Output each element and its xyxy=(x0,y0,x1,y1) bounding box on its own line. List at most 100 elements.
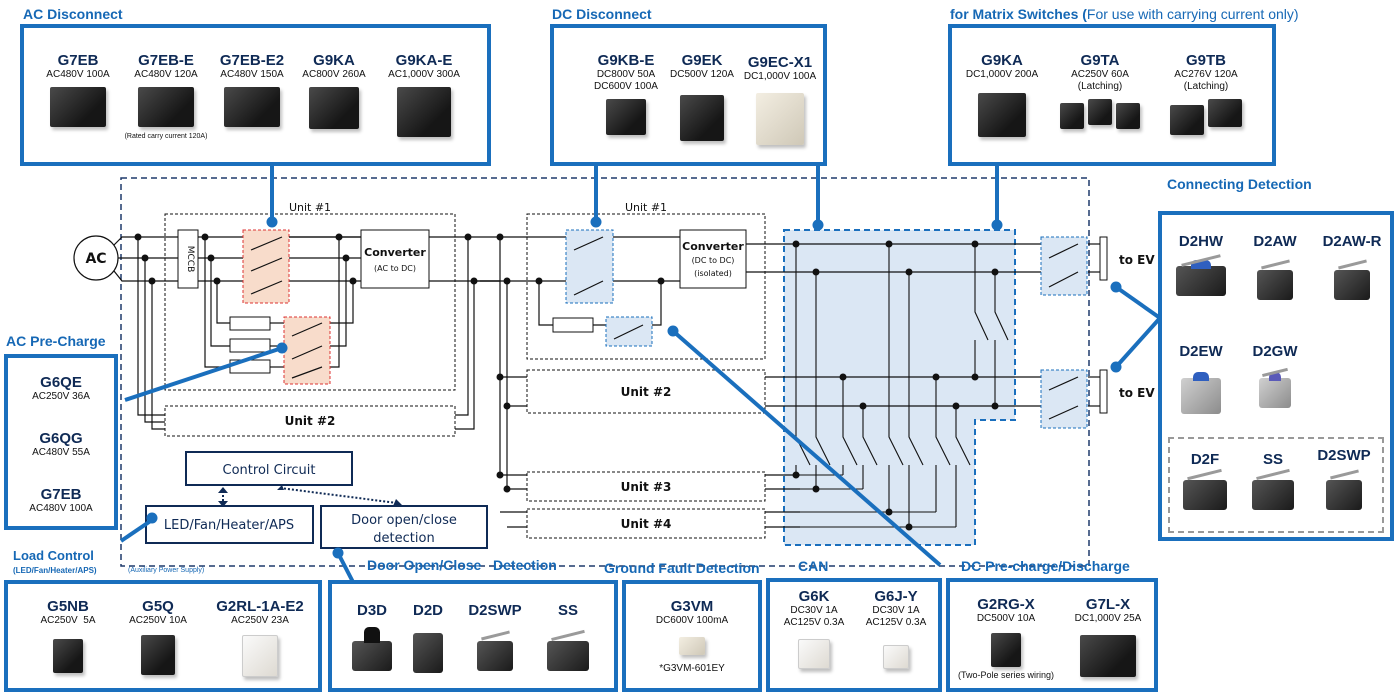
led-fan-label: LED/Fan/Heater/APS xyxy=(164,518,294,533)
switch-image xyxy=(1334,259,1370,300)
product-name: G6K xyxy=(798,588,830,605)
can-title: CAN xyxy=(798,558,829,574)
product-name: G9KA xyxy=(313,52,355,69)
product-g5nb[interactable]: G5NB AC250V 5A xyxy=(30,598,106,673)
product-name: G2RG-X xyxy=(977,596,1035,613)
product-ss[interactable]: SS xyxy=(1242,451,1304,510)
product-g7l-x[interactable]: G7L-X DC1,000V 25A xyxy=(1062,596,1154,677)
product-name: D2AW xyxy=(1253,233,1297,250)
load-control-panel: G5NB AC250V 5A G5Q AC250V 10A G2RL-1A-E2… xyxy=(4,580,322,692)
product-g9kb-e[interactable]: G9KB-E DC800V 50A DC600V 100A xyxy=(588,52,664,135)
door-detection-title: Door Open/Close Detection xyxy=(367,557,557,573)
product-g3vm[interactable]: G3VM DC600V 100mA *G3VM-601EY xyxy=(626,598,758,675)
product-g9ek[interactable]: G9EK DC500V 120A xyxy=(666,52,738,141)
relay-image xyxy=(883,645,909,669)
dc-converter-label: Converter xyxy=(682,240,744,253)
product-spec-2: (Latching) xyxy=(1077,81,1123,92)
product-g9ta[interactable]: G9TA AC250V 60A (Latching) xyxy=(1052,52,1148,129)
product-name: G9TB xyxy=(1185,52,1226,69)
ac-unit1-box xyxy=(164,213,456,391)
product-d3d[interactable]: D3D xyxy=(344,602,400,671)
relay-image xyxy=(1170,105,1204,135)
product-d2gw[interactable]: D2GW xyxy=(1242,343,1308,408)
product-g2rg-x[interactable]: G2RG-X DC500V 10A (Two-Pole series wirin… xyxy=(954,596,1058,681)
product-name: G3VM xyxy=(670,598,714,615)
control-circuit-box xyxy=(185,451,353,486)
dc-disconnect-panel: G9KB-E DC800V 50A DC600V 100A G9EK DC500… xyxy=(550,24,827,166)
product-g9ec-x1[interactable]: G9EC-X1 DC1,000V 100A xyxy=(740,54,820,145)
connecting-detection-title: Connecting Detection xyxy=(1167,176,1312,192)
product-g2rl-1a-e2[interactable]: G2RL-1A-E2 AC250V 23A xyxy=(208,598,312,677)
product-spec: DC800V 50A xyxy=(596,69,656,80)
product-spec: AC480V 100A xyxy=(29,503,93,514)
product-spec: DC30V 1A xyxy=(872,605,920,616)
switch-image xyxy=(1176,254,1226,296)
product-g9ka[interactable]: G9KA AC800V 260A xyxy=(294,52,374,129)
product-spec: AC250V 10A xyxy=(129,615,187,626)
product-name: G7L-X xyxy=(1085,596,1131,613)
relay-image xyxy=(141,635,175,675)
product-g6qe[interactable]: G6QE AC250V 36A xyxy=(8,374,114,403)
product-g6qg[interactable]: G6QG AC480V 55A xyxy=(8,430,114,459)
product-d2ew[interactable]: D2EW xyxy=(1166,343,1236,414)
product-name: G9EK xyxy=(681,52,723,69)
product-d2aw[interactable]: D2AW xyxy=(1242,233,1308,300)
product-g5q[interactable]: G5Q AC250V 10A xyxy=(120,598,196,675)
product-d2hw[interactable]: D2HW xyxy=(1166,233,1236,296)
ac-precharge-panel: G6QE AC250V 36A G6QG AC480V 55A G7EB AC4… xyxy=(4,354,118,530)
relay-image xyxy=(1088,99,1112,125)
dc-converter-sub1: (DC to DC) xyxy=(692,256,735,265)
product-spec: AC250V 60A xyxy=(1071,69,1129,80)
product-ss-door[interactable]: SS xyxy=(538,602,598,671)
relay-image xyxy=(1208,99,1242,127)
product-name: D3D xyxy=(356,602,387,619)
product-name: D2GW xyxy=(1252,343,1298,360)
switch-image xyxy=(1252,468,1294,510)
product-spec: DC30V 1A xyxy=(790,605,838,616)
product-g6k[interactable]: G6K DC30V 1A AC125V 0.3A xyxy=(774,588,854,669)
product-name: D2D xyxy=(412,602,443,619)
matrix-switches-title: for Matrix Switches (For use with carryi… xyxy=(950,6,1299,22)
ac-converter-sub: (AC to DC) xyxy=(374,264,416,273)
dc-disconnect-title: DC Disconnect xyxy=(552,6,652,22)
product-d2f[interactable]: D2F xyxy=(1174,451,1236,510)
dc-precharge-title: DC Pre-charge/Discharge xyxy=(961,558,1130,574)
product-name: G7EB xyxy=(57,52,99,69)
product-g6j-y[interactable]: G6J-Y DC30V 1A AC125V 0.3A xyxy=(856,588,936,669)
product-g7eb[interactable]: G7EB AC480V 100A xyxy=(38,52,118,127)
product-name: G9KB-E xyxy=(597,52,655,69)
product-g7eb-e[interactable]: G7EB-E AC480V 120A (Rated carry current … xyxy=(124,52,208,140)
matrix-title-light: For use with carrying current only) xyxy=(1086,6,1299,22)
product-g9ka-matrix[interactable]: G9KA DC1,000V 200A xyxy=(960,52,1044,137)
product-d2swp[interactable]: D2SWP xyxy=(1308,447,1380,510)
switch-image xyxy=(1326,469,1362,510)
product-spec: AC250V 36A xyxy=(32,391,90,402)
product-g7eb-precharge[interactable]: G7EB AC480V 100A xyxy=(8,486,114,515)
ac-precharge-relay xyxy=(283,316,331,385)
load-control-subtitle: (LED/Fan/Heater/APS) xyxy=(13,566,97,575)
relay-image xyxy=(397,87,451,137)
product-d2swp-door[interactable]: D2SWP xyxy=(462,602,528,671)
charger-enclosure xyxy=(120,177,1090,567)
dc-unit1-label: Unit #1 xyxy=(625,201,667,214)
product-spec: DC1,000V 100A xyxy=(743,71,817,82)
switch-image xyxy=(1183,468,1227,510)
door-box-label-1: Door open/close xyxy=(351,513,457,528)
relay-image xyxy=(1060,103,1084,129)
product-name: G2RL-1A-E2 xyxy=(216,598,304,615)
product-spec: DC1,000V 25A xyxy=(1074,613,1142,624)
switch-image xyxy=(477,630,513,671)
matrix-switches-panel: G9KA DC1,000V 200A G9TA AC250V 60A (Latc… xyxy=(948,24,1276,166)
ac-unit2-box xyxy=(164,405,456,437)
product-spec-2: (Latching) xyxy=(1183,81,1229,92)
product-g7eb-e2[interactable]: G7EB-E2 AC480V 150A xyxy=(210,52,294,127)
matrix-switch-area xyxy=(783,229,1016,546)
product-g9ka-e[interactable]: G9KA-E AC1,000V 300A xyxy=(378,52,470,137)
product-d2d[interactable]: D2D xyxy=(402,602,454,673)
to-ev-label-1: to EV xyxy=(1119,253,1155,267)
product-g9tb[interactable]: G9TB AC276V 120A (Latching) xyxy=(1158,52,1254,135)
product-d2aw-r[interactable]: D2AW-R xyxy=(1314,233,1390,300)
dc-unit2-label: Unit #2 xyxy=(621,385,672,399)
aux-power-note: (Auxiliary Power Supply) xyxy=(128,567,205,574)
